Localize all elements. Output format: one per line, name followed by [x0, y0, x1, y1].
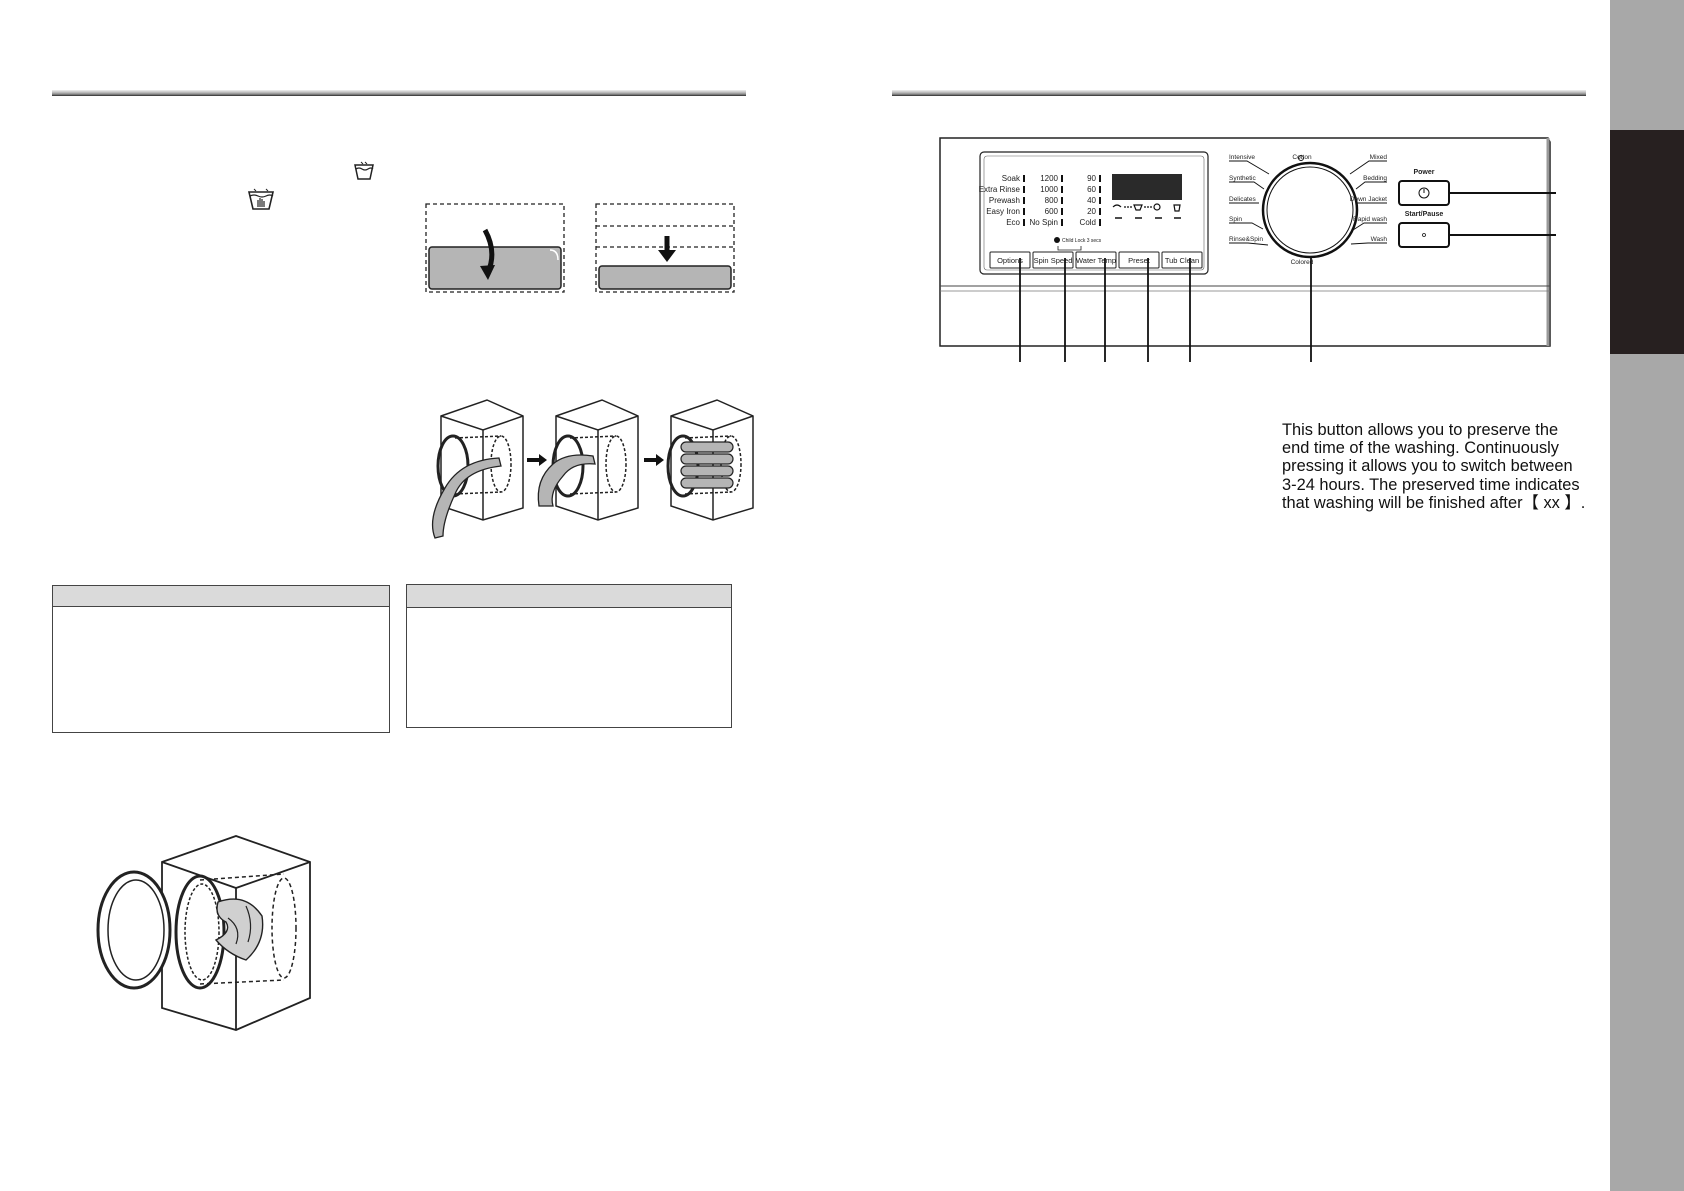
water-temp-button-label: Water Temp — [1076, 256, 1116, 265]
program-right-4: Wash — [1371, 236, 1388, 243]
water-temp-value-3: 20 — [1087, 207, 1096, 216]
program-left-4: Rinse&Spin — [1229, 236, 1263, 243]
program-right-0: Mixed — [1370, 154, 1388, 161]
door-lock-icon — [1173, 204, 1181, 212]
loading-sequence-illustration — [431, 399, 754, 539]
max-level-symbol-icon — [354, 161, 374, 180]
option-label-1: Extra Rinse — [979, 185, 1021, 194]
program-bottom-label: Colored — [1291, 259, 1314, 266]
option-label-3: Easy Iron — [986, 207, 1020, 216]
description-line-3: 3-24 hours. The preserved time indicates — [1282, 475, 1580, 494]
power-icon — [1418, 187, 1430, 199]
program-top-label: Cotton — [1292, 154, 1312, 161]
description-line-1: end time of the washing. Continuously — [1282, 439, 1559, 458]
water-level-diagram-partial — [595, 203, 735, 293]
tub-clean-button-label: Tub Clean — [1165, 256, 1199, 265]
preset-button[interactable] — [1118, 251, 1160, 269]
start-pause-icon — [1422, 233, 1426, 237]
option-label-4: Eco — [1006, 218, 1020, 227]
spin-speed-value-1: 1000 — [1040, 185, 1058, 194]
spin-speed-value-4: No Spin — [1030, 218, 1058, 227]
control-panel-diagram: Soak Extra Rinse Prewash Easy Iron Eco 1… — [939, 137, 1556, 347]
options-button-label: Options — [997, 256, 1023, 265]
program-left-3: Spin — [1229, 216, 1242, 223]
spin-speed-button[interactable] — [1032, 251, 1074, 269]
spin-speed-button-label: Spin Speed — [1034, 256, 1073, 265]
open-door-illustration — [96, 835, 311, 1031]
program-dial[interactable] — [1261, 161, 1359, 259]
hand-wash-symbol-icon — [247, 188, 275, 210]
preset-button-label: Preset — [1128, 256, 1151, 265]
program-right-3: Rapid wash — [1353, 216, 1387, 223]
water-temp-button[interactable] — [1075, 251, 1117, 269]
option-label-0: Soak — [1002, 174, 1021, 183]
note-box-right-header — [407, 585, 731, 608]
stage-spin-icon — [1153, 203, 1161, 211]
spin-speed-value-3: 600 — [1045, 207, 1059, 216]
preset-description: This button allows you to preserve the e… — [1282, 421, 1602, 512]
callout-lines — [1019, 258, 1312, 362]
option-label-2: Prewash — [989, 196, 1020, 205]
description-line-4: that washing will be finished after【 xx … — [1282, 493, 1586, 512]
spin-speed-value-2: 800 — [1045, 196, 1059, 205]
child-lock-icon — [1054, 237, 1060, 243]
start-pause-button[interactable] — [1398, 222, 1450, 248]
right-header-rule — [892, 90, 1586, 96]
child-lock-label: Child Lock 3 secs — [1062, 238, 1102, 244]
stage-wash-icon — [1112, 204, 1122, 208]
water-temp-value-4: Cold — [1080, 218, 1096, 227]
side-index-tab-active — [1610, 130, 1684, 354]
water-temp-value-1: 60 — [1087, 185, 1096, 194]
spin-speed-value-0: 1200 — [1040, 174, 1058, 183]
program-right-2: Down Jacket — [1350, 196, 1387, 203]
water-temp-value-0: 90 — [1087, 174, 1096, 183]
left-header-rule — [52, 90, 746, 96]
note-box-left — [52, 585, 390, 733]
program-left-2: Delicates — [1229, 196, 1256, 203]
program-right-1: Bedding — [1363, 175, 1387, 182]
start-pause-label: Start/Pause — [1405, 211, 1444, 218]
note-box-right — [406, 584, 732, 728]
power-label: Power — [1413, 169, 1434, 176]
water-level-diagram-full — [425, 203, 565, 293]
water-temp-value-2: 40 — [1087, 196, 1096, 205]
description-line-2: pressing it allows you to switch between — [1282, 457, 1573, 476]
program-left-0: Intensive — [1229, 154, 1255, 161]
program-left-1: Synthetic — [1229, 175, 1256, 182]
stage-rinse-icon — [1133, 204, 1143, 211]
description-line-0: This button allows you to preserve the — [1282, 421, 1559, 439]
tub-clean-button[interactable] — [1161, 251, 1203, 269]
note-box-left-header — [53, 586, 389, 607]
